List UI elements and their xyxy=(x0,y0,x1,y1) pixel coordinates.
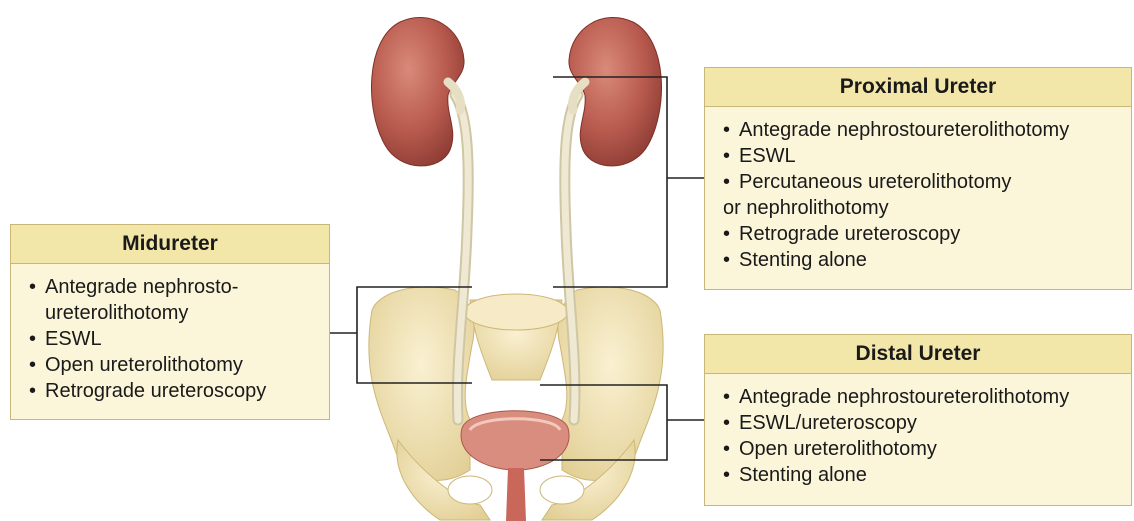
list-item: Retrograde ureteroscopy xyxy=(723,221,1131,247)
midureter-box: Midureter Antegrade nephrosto-ureterolit… xyxy=(10,224,330,420)
list-item: Open ureterolithotomy xyxy=(723,436,1131,462)
item-text: Retrograde ureteroscopy xyxy=(739,223,960,245)
list-item: Open ureterolithotomy xyxy=(29,352,329,378)
list-item: Antegrade nephrostoureterolithotomy xyxy=(723,117,1131,143)
list-item: ESWL xyxy=(29,326,329,352)
list-item: ESWL xyxy=(723,143,1131,169)
list-item: Retrograde ureteroscopy xyxy=(29,378,329,404)
proximal-ureter-list: Antegrade nephrostoureterolithotomy ESWL… xyxy=(705,107,1131,273)
item-text: ESWL xyxy=(45,328,102,350)
item-text: Stenting alone xyxy=(739,249,867,271)
item-text: Percutaneous ureterolithotomy xyxy=(739,171,1011,193)
item-text-continued: ureterolithotomy xyxy=(45,300,329,326)
item-text: Antegrade nephrosto- xyxy=(45,276,238,298)
item-text: Stenting alone xyxy=(739,464,867,486)
item-text: Open ureterolithotomy xyxy=(739,438,937,460)
list-item: ESWL/ureteroscopy xyxy=(723,410,1131,436)
item-text: ESWL xyxy=(739,145,796,167)
distal-ureter-box: Distal Ureter Antegrade nephrostouretero… xyxy=(704,334,1132,506)
proximal-ureter-box: Proximal Ureter Antegrade nephrostourete… xyxy=(704,67,1132,290)
item-text: Retrograde ureteroscopy xyxy=(45,380,266,402)
item-text: Open ureterolithotomy xyxy=(45,354,243,376)
list-item: Antegrade nephrostoureterolithotomy xyxy=(723,384,1131,410)
list-item: Antegrade nephrosto-ureterolithotomy xyxy=(29,274,329,326)
left-kidney xyxy=(371,17,464,165)
right-kidney xyxy=(569,17,662,165)
item-text: ESWL/ureteroscopy xyxy=(739,412,917,434)
item-text: Antegrade nephrostoureterolithotomy xyxy=(739,119,1069,141)
list-item: Stenting alone xyxy=(723,462,1131,488)
midureter-list: Antegrade nephrosto-ureterolithotomy ESW… xyxy=(11,264,329,404)
list-item: Stenting alone xyxy=(723,247,1131,273)
midureter-title: Midureter xyxy=(11,225,329,264)
distal-ureter-list: Antegrade nephrostoureterolithotomy ESWL… xyxy=(705,374,1131,488)
proximal-ureter-title: Proximal Ureter xyxy=(705,68,1131,107)
item-text-continued: or nephrolithotomy xyxy=(723,195,1131,221)
distal-ureter-title: Distal Ureter xyxy=(705,335,1131,374)
item-text: Antegrade nephrostoureterolithotomy xyxy=(739,386,1069,408)
